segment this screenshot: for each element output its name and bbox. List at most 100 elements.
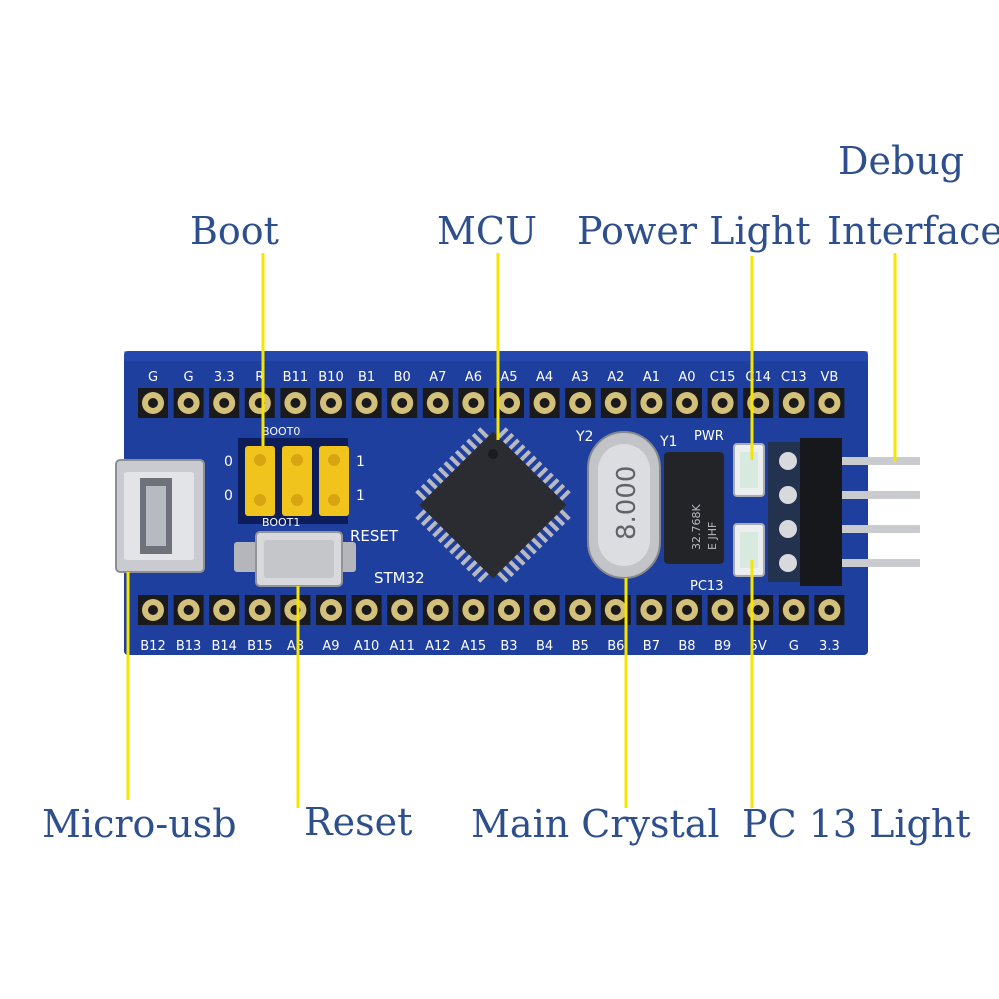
- reset-button: [234, 531, 356, 587]
- rtc-crystal: [664, 452, 724, 564]
- pin-label: A1: [643, 370, 660, 385]
- pin-label: B6: [607, 639, 624, 654]
- jumper-1-bottom: 1: [356, 488, 365, 504]
- pin-label: B11: [283, 370, 308, 385]
- pc13-led: [733, 523, 765, 577]
- leader-lines: [126, 253, 897, 808]
- header-pin: [529, 595, 560, 625]
- pin-label: VB: [820, 370, 838, 385]
- header-pin: [636, 595, 667, 625]
- pin-label: 3.3: [214, 370, 235, 385]
- callout-power-light: Power Light: [577, 209, 811, 253]
- reset-silkscreen: RESET: [350, 527, 399, 545]
- callout-pc13-light: PC 13 Light: [742, 802, 971, 846]
- header-pin: [209, 388, 240, 418]
- jumper-0-top: 0: [224, 454, 233, 470]
- pin-label: B8: [678, 639, 695, 654]
- boot-jumpers: [238, 438, 349, 524]
- pin-label: 3.3: [819, 639, 840, 654]
- header-pin: [458, 388, 489, 418]
- header-pin: [387, 388, 418, 418]
- pin-label: A15: [461, 639, 486, 654]
- header-pin: [209, 595, 240, 625]
- header-pin: [672, 388, 702, 418]
- pin-label: B3: [500, 639, 517, 654]
- callout-boot: Boot: [190, 209, 279, 253]
- header-pin: [351, 388, 382, 418]
- header-pin: [244, 595, 275, 625]
- callout-micro-usb: Micro-usb: [42, 802, 237, 846]
- header-pin: [672, 595, 702, 625]
- header-pin: [422, 388, 453, 418]
- header-pin: [458, 595, 489, 625]
- header-pin: [778, 595, 809, 625]
- callout-reset: Reset: [304, 800, 413, 844]
- boot0-label: BOOT0: [262, 425, 300, 438]
- callout-mcu: MCU: [437, 209, 538, 253]
- header-pin: [494, 595, 524, 625]
- pin-label: A8: [287, 639, 304, 654]
- pin-label: A9: [322, 639, 339, 654]
- pc13-silkscreen: PC13: [690, 579, 723, 594]
- crystal-frequency: 8.000: [612, 466, 642, 540]
- pin-label: A12: [425, 639, 450, 654]
- pin-label: A3: [572, 370, 589, 385]
- header-pin: [636, 388, 667, 418]
- pin-label: G: [789, 639, 799, 654]
- header-pin: [814, 388, 845, 418]
- pin-label: G: [184, 370, 194, 385]
- header-pin: [422, 595, 453, 625]
- header-pin: [743, 388, 774, 418]
- boot1-label: BOOT1: [262, 516, 300, 529]
- pin-label: A10: [354, 639, 379, 654]
- header-pin: [280, 388, 311, 418]
- header-pin: [387, 595, 418, 625]
- main-crystal: [587, 431, 661, 579]
- header-pin: [743, 595, 774, 625]
- pin-label: B14: [211, 639, 236, 654]
- header-pin: [173, 388, 204, 418]
- micro-usb-connector: [115, 459, 205, 573]
- header-pin: [600, 388, 631, 418]
- pin-label: A4: [536, 370, 553, 385]
- pwr-silkscreen: PWR: [694, 429, 724, 444]
- header-pin: [244, 388, 275, 418]
- pin-label: B1: [358, 370, 375, 385]
- callout-main-crystal: Main Crystal: [471, 802, 720, 846]
- header-pin: [529, 388, 560, 418]
- bottom-pin-header: [138, 595, 845, 625]
- pin-label: B10: [318, 370, 343, 385]
- pin-label: G: [148, 370, 158, 385]
- pin-label: B5: [572, 639, 589, 654]
- pin-label: A6: [465, 370, 482, 385]
- header-pin: [707, 388, 738, 418]
- header-pin: [138, 388, 168, 418]
- header-pin: [814, 595, 845, 625]
- header-pin: [316, 595, 346, 625]
- header-pin: [707, 595, 738, 625]
- header-pin: [565, 595, 596, 625]
- header-pin: [316, 388, 346, 418]
- y2-label: Y2: [575, 429, 593, 445]
- pin-label: B0: [394, 370, 411, 385]
- callout-interface: Interface: [827, 209, 999, 253]
- pin-label: R: [255, 370, 264, 385]
- pin-label: C14: [745, 370, 771, 385]
- pin-label: A11: [389, 639, 414, 654]
- header-pin: [778, 388, 809, 418]
- jumper-1-top: 1: [356, 454, 365, 470]
- callout-debug: Debug: [838, 139, 965, 183]
- y1-label: Y1: [659, 434, 677, 450]
- pin-label: B12: [140, 639, 165, 654]
- pin-label: B7: [643, 639, 660, 654]
- pin-label: A0: [678, 370, 695, 385]
- pin-label: B13: [176, 639, 201, 654]
- pin-label: A7: [429, 370, 446, 385]
- pin-label: B9: [714, 639, 731, 654]
- pin-label: A5: [500, 370, 517, 385]
- header-pin: [173, 595, 204, 625]
- stm32-silkscreen: STM32: [374, 569, 425, 587]
